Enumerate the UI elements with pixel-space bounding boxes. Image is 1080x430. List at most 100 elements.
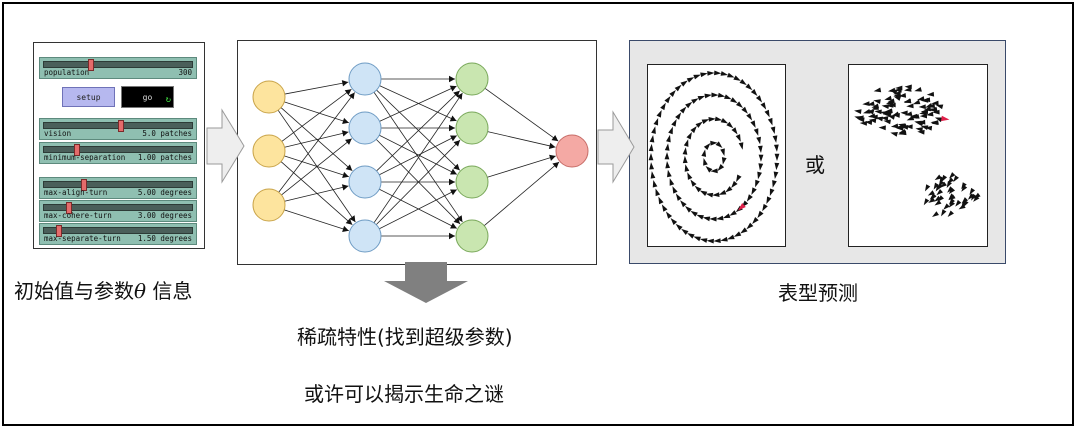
- flocking-agent: [932, 109, 940, 115]
- flocking-agent: [859, 120, 868, 126]
- flocking-agent: [899, 130, 907, 136]
- neural-network-diagram: [252, 62, 589, 253]
- milling-agent: [670, 218, 678, 226]
- milling-agent: [686, 131, 692, 140]
- milling-agent: [684, 164, 690, 172]
- edge-arrowhead: [348, 92, 355, 100]
- max-separate-turn-slider[interactable]: max-separate-turn 1.50 degrees: [39, 223, 197, 245]
- slider-knob[interactable]: [55, 225, 62, 237]
- flocking-agent: [920, 109, 929, 115]
- flocking-agent: [941, 174, 948, 182]
- milling-agent: [716, 215, 724, 221]
- milling-agent: [693, 236, 701, 242]
- slider-knob[interactable]: [118, 120, 124, 132]
- milling-agent: [772, 180, 777, 188]
- flocking-agent: [889, 90, 898, 95]
- milling-pattern-card: [647, 64, 786, 247]
- milling-agent: [746, 222, 754, 230]
- slider-knob[interactable]: [73, 144, 80, 156]
- flocking-agent: [890, 123, 899, 129]
- flocking-agent: [955, 199, 962, 207]
- flocking-agent: [948, 187, 956, 195]
- input-caption: 初始值与参数θ 信息: [14, 275, 192, 304]
- milling-agent: [720, 148, 725, 156]
- forever-arrow-icon: ↻: [165, 95, 171, 105]
- flocking-agent: [936, 188, 944, 196]
- milling-agent: [696, 214, 704, 220]
- network-edge: [284, 185, 349, 202]
- network-edge: [487, 155, 556, 178]
- milling-agent: [703, 143, 711, 151]
- milling-agent: [740, 227, 748, 234]
- flocking-agent: [868, 118, 877, 124]
- edge-arrowhead: [456, 215, 463, 222]
- milling-agent: [699, 190, 708, 196]
- milling-agent: [720, 118, 729, 124]
- flocking-agent: [935, 104, 944, 110]
- milling-agent: [769, 188, 775, 197]
- max-align-turn-slider[interactable]: max-align-turn 5.00 degrees: [39, 177, 197, 199]
- milling-agent: [718, 189, 727, 195]
- flocking-agent: [874, 109, 882, 115]
- milling-agent: [680, 200, 687, 208]
- milling-agent: [720, 236, 728, 242]
- milling-agent: [648, 143, 654, 152]
- flocking-agent: [961, 184, 968, 192]
- go-button[interactable]: go ↻: [121, 86, 174, 108]
- network-edge: [375, 139, 461, 225]
- milling-agent: [664, 143, 670, 151]
- milling-agent: [714, 70, 722, 76]
- flocking-agent: [880, 116, 889, 121]
- milling-agent: [687, 172, 693, 180]
- flocking-agent: [854, 109, 862, 114]
- milling-agent: [717, 92, 726, 98]
- edge-arrowhead: [342, 225, 349, 232]
- slider-label: population: [44, 68, 90, 77]
- slider-track: [43, 202, 193, 214]
- figure-frame: [2, 2, 1074, 426]
- milling-agent: [679, 106, 687, 114]
- population-slider[interactable]: population 300: [39, 57, 197, 79]
- milling-agent: [675, 193, 682, 201]
- milling-agent: [760, 102, 767, 110]
- milling-agent: [706, 238, 714, 244]
- edge-arrowhead: [449, 115, 457, 122]
- minimum-separation-slider[interactable]: minimum-separation 1.00 patches: [39, 142, 197, 164]
- milling-agent: [669, 178, 675, 186]
- slider-knob[interactable]: [88, 59, 95, 71]
- network-edge: [284, 81, 349, 95]
- milling-agent: [707, 70, 715, 76]
- flocking-agent: [857, 117, 865, 123]
- milling-agent: [752, 217, 759, 225]
- edge-arrowhead: [456, 93, 463, 100]
- milling-vortex-image: [648, 70, 780, 244]
- edge-arrowhead: [552, 162, 560, 169]
- setup-button[interactable]: setup: [62, 87, 115, 107]
- milling-agent: [701, 149, 707, 157]
- edge-arrowhead: [349, 215, 356, 223]
- edge-arrowhead: [450, 222, 457, 229]
- slider-track: [43, 179, 193, 191]
- milling-agent: [764, 109, 770, 118]
- slider-knob[interactable]: [81, 179, 87, 191]
- network-edge: [281, 88, 352, 142]
- slider-knob[interactable]: [66, 202, 73, 214]
- max-cohere-turn-slider[interactable]: max-cohere-turn 3.00 degrees: [39, 200, 197, 222]
- milling-agent: [668, 126, 673, 135]
- flocking-agent: [949, 172, 956, 179]
- milling-agent: [756, 136, 761, 145]
- flocking-agent: [926, 91, 935, 97]
- milling-agent: [695, 121, 703, 128]
- milling-agent: [750, 120, 756, 128]
- vision-slider[interactable]: vision 5.0 patches: [39, 118, 197, 140]
- milling-agent: [746, 194, 753, 202]
- milling-agent: [738, 142, 744, 150]
- milling-agent: [660, 102, 666, 111]
- edge-arrowhead: [551, 134, 559, 142]
- flocking-agent: [914, 120, 922, 126]
- slider-label: max-cohere-turn: [44, 211, 112, 220]
- neuron-layer1-2: [252, 134, 286, 168]
- milling-agent: [656, 110, 662, 118]
- milling-agent: [725, 186, 733, 193]
- milling-agent: [710, 140, 718, 146]
